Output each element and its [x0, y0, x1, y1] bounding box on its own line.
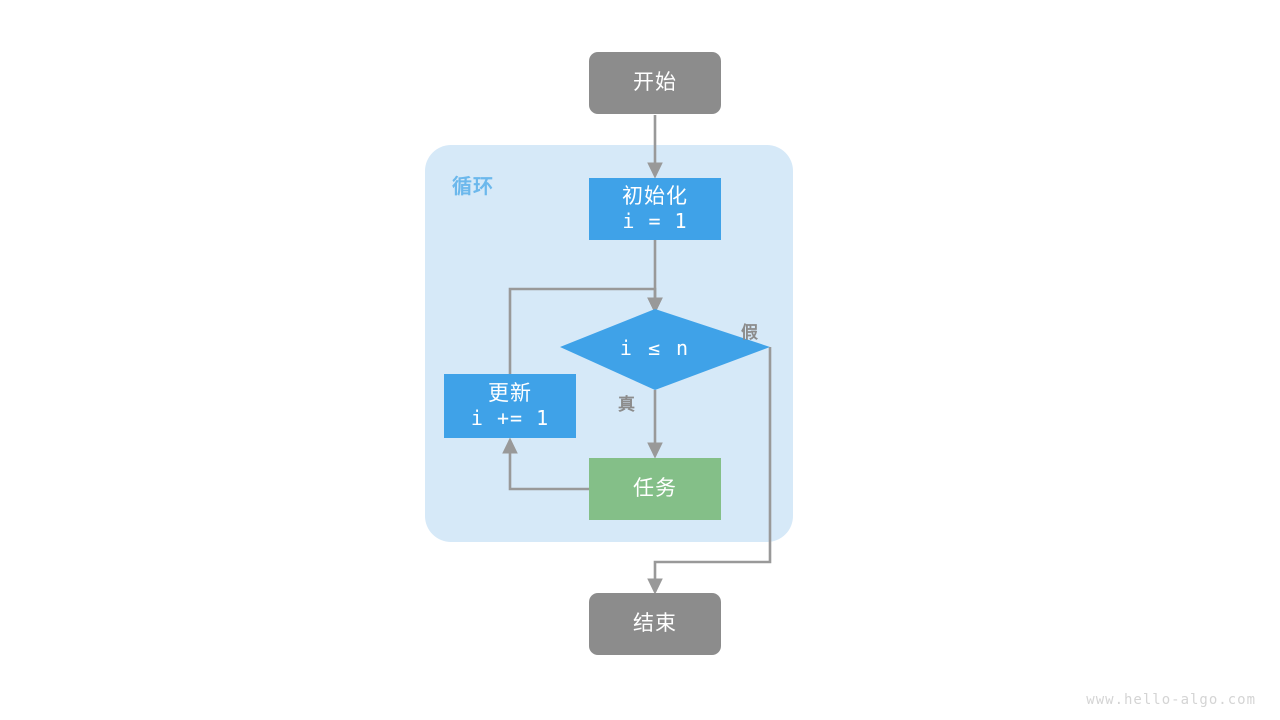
- node-update[interactable]: 更新 i += 1: [444, 374, 576, 438]
- node-task-label: 任务: [633, 476, 677, 500]
- node-init[interactable]: 初始化 i = 1: [589, 178, 721, 240]
- node-task[interactable]: 任务: [589, 458, 721, 520]
- edge-label-true: 真: [618, 395, 636, 414]
- watermark: www.hello-algo.com: [1086, 692, 1256, 708]
- node-end[interactable]: 结束: [589, 593, 721, 655]
- edge-cond-to-end: [647, 347, 772, 595]
- node-start[interactable]: 开始: [589, 52, 721, 114]
- node-condition-label: i ≤ n: [619, 336, 691, 360]
- node-update-label: 更新: [488, 381, 532, 405]
- condition-diamond: [560, 309, 770, 390]
- node-update-sublabel: i += 1: [470, 405, 550, 430]
- loop-group-label: 循环: [452, 176, 494, 198]
- edge-update-to-cond: [508, 287, 663, 374]
- edge-task-to-update: [502, 437, 589, 491]
- edge-label-false: 假: [741, 323, 759, 342]
- node-init-label: 初始化: [622, 184, 688, 208]
- node-init-sublabel: i = 1: [622, 208, 688, 233]
- node-end-label: 结束: [633, 611, 677, 635]
- node-start-label: 开始: [633, 70, 677, 94]
